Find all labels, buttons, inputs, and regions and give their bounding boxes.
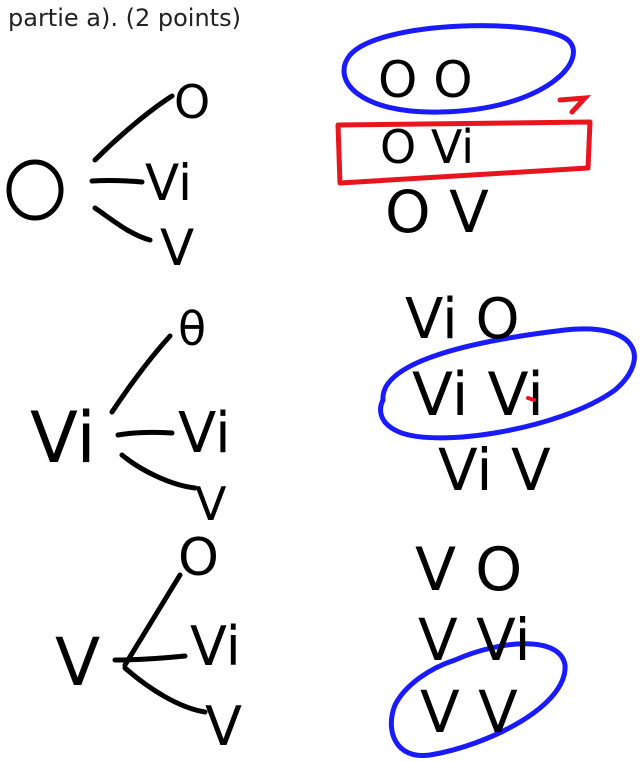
blue-circle-mark-3 [388, 641, 568, 758]
pair-1-1: O O [378, 51, 473, 109]
tree-3-root-label: V [55, 624, 100, 701]
red-box-mark [335, 119, 593, 186]
tree-3-branch-middle [112, 653, 188, 663]
pair-3-3: V V [420, 678, 518, 746]
tree-3-branch-1-label: O [178, 528, 219, 588]
tree-2-branch-1-label: θ [178, 302, 206, 356]
pair-2-2: Vi Vi [412, 360, 544, 430]
pair-1-2: O Vi [380, 120, 474, 174]
tree-2-root-label: Vi [30, 397, 96, 479]
tree-1-branch-bottom [92, 205, 153, 243]
tree-2-branch-3-label: V [195, 477, 227, 531]
tree-3-branch-2-label: Vi [190, 615, 241, 678]
pair-2-3: Vi V [438, 436, 551, 504]
pair-group-3: V O V Vi V V [388, 535, 568, 758]
tree-3-branch-3-label: V [205, 695, 242, 758]
tree-2: Vi θ Vi V [30, 302, 231, 531]
tree-1-root-circle [6, 159, 64, 221]
tree-1-branch-3-label: V [160, 219, 194, 277]
blue-circle-mark-2 [378, 326, 637, 441]
pair-group-2: Vi O Vi Vi Vi V [378, 287, 637, 504]
pair-2-1: Vi O [405, 287, 520, 352]
red-dot-mark [526, 396, 536, 402]
pair-1-3: O V [385, 178, 489, 246]
tree-1-root-label: O [0, 0, 1, 1]
tree-2-branch-middle [115, 429, 175, 438]
tree-1: O Vi V O [0, 0, 210, 277]
tree-3-branch-bottom [122, 665, 208, 715]
pair-3-1: V O [415, 535, 522, 605]
tree-1-branch-middle [89, 178, 145, 185]
tree-1-branch-top [92, 93, 175, 163]
tree-2-branch-bottom [119, 452, 198, 491]
tree-3: V O Vi V [55, 528, 242, 758]
exercise-caption: partie a). (2 points) [8, 4, 241, 32]
tree-2-branch-2-label: Vi [178, 401, 231, 466]
blue-circle-mark-1 [341, 23, 576, 115]
red-arrow-head [557, 94, 592, 115]
tree-1-branch-2-label: Vi [145, 154, 192, 212]
tree-1-branch-1-label: O [174, 75, 210, 129]
tree-3-branch-top [122, 572, 183, 668]
tree-2-branch-top [109, 333, 173, 415]
pair-3-2: V Vi [418, 606, 531, 674]
pair-group-1: O O O Vi O V [335, 23, 593, 246]
